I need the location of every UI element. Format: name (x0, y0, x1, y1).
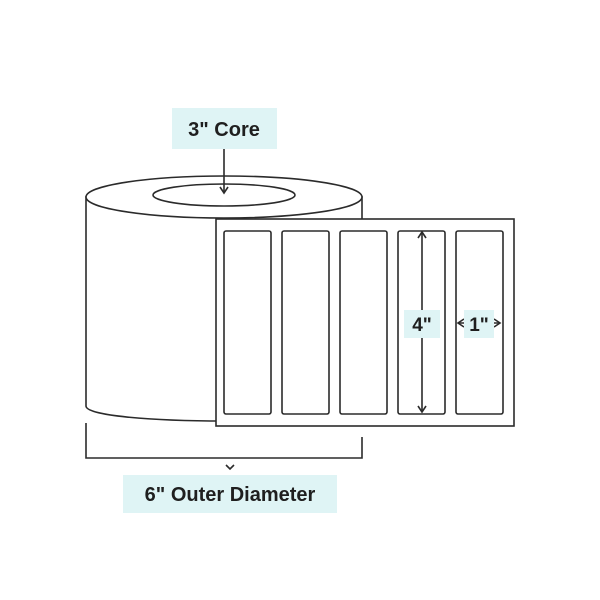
height-arrow-bottom (417, 405, 427, 414)
width-label: 1" (469, 315, 489, 336)
height-arrow-top (417, 230, 427, 239)
core-callout-label: 3" Core (188, 119, 260, 141)
outer-callout-label: 6" Outer Diameter (145, 484, 316, 506)
width-callout-background (464, 310, 494, 338)
outer-diameter-pointer (225, 464, 235, 471)
height-callout-background (404, 310, 440, 338)
core-arrow-head (219, 186, 229, 195)
outer-callout-background (123, 475, 337, 513)
core-callout-background (172, 108, 277, 149)
width-arrow-left (456, 318, 465, 328)
label-1 (223, 230, 272, 415)
label-2 (281, 230, 330, 415)
label-3 (339, 230, 388, 415)
label-group (223, 230, 504, 415)
outer-diameter-bracket (85, 423, 363, 459)
height-label: 4" (412, 315, 432, 336)
width-arrow-right (493, 318, 502, 328)
